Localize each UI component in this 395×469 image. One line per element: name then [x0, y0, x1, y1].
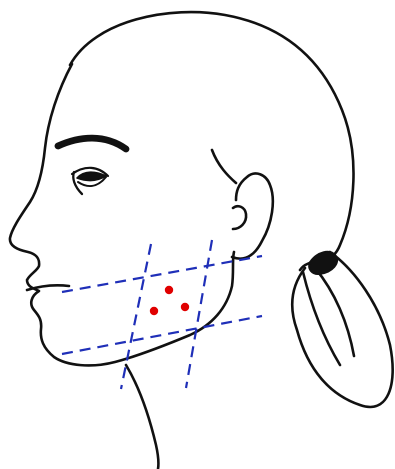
front-vertical-guide [121, 244, 151, 389]
injection-point-1 [165, 286, 173, 294]
lower-horizontal-guide [62, 316, 262, 354]
eye-icon [77, 172, 106, 180]
face-outline [10, 64, 273, 469]
eye-features [58, 138, 126, 194]
hair-outline [70, 12, 393, 407]
rear-vertical-guide [186, 240, 212, 388]
injection-point-2 [150, 307, 158, 315]
injection-point-3 [181, 303, 189, 311]
injection-points [150, 286, 189, 315]
eyebrow-icon [58, 138, 126, 149]
hair-tie-icon [309, 252, 337, 274]
